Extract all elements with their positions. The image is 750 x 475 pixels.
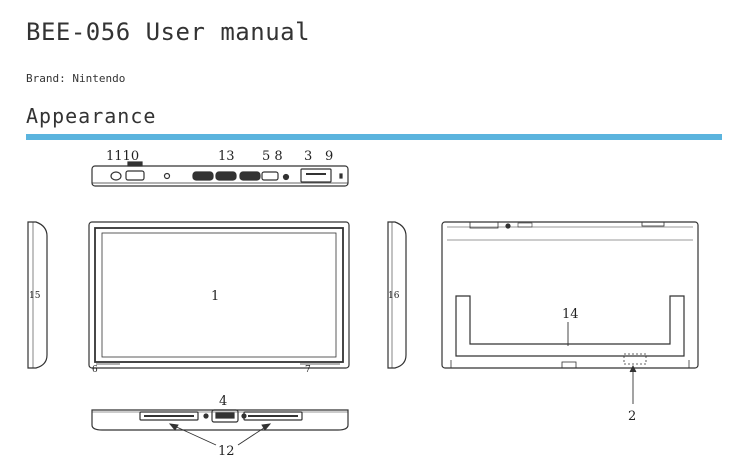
console-front-view <box>88 221 350 369</box>
callout-7: 7 <box>305 365 311 375</box>
callout-5-8: 5 8 <box>262 149 283 164</box>
callout-6: 6 <box>92 365 98 375</box>
console-bottom-view <box>91 409 349 431</box>
callout-15: 15 <box>29 291 41 301</box>
callout-13: 13 <box>218 149 235 164</box>
callout-16: 16 <box>388 291 400 301</box>
console-left-side-view <box>27 221 48 369</box>
callout-3: 3 <box>304 149 312 164</box>
console-back-view <box>441 221 699 369</box>
callout-12: 12 <box>218 444 235 459</box>
callout-4: 4 <box>219 394 227 409</box>
section-divider <box>26 134 722 140</box>
callout-14: 14 <box>562 307 579 322</box>
callout-1: 1 <box>211 289 219 304</box>
callout-leader-lines <box>168 322 637 446</box>
document-title: BEE-056 User manual <box>26 18 311 46</box>
appearance-diagram: 1110 13 5 8 3 9 15 1 16 6 7 14 2 4 12 <box>27 149 699 459</box>
section-title-appearance: Appearance <box>26 104 157 128</box>
callout-9: 9 <box>325 149 333 164</box>
brand-line: Brand: Nintendo <box>26 72 126 85</box>
callout-2: 2 <box>628 409 636 424</box>
callout-1110: 1110 <box>106 149 139 164</box>
console-top-view <box>91 161 349 187</box>
console-right-side-view <box>387 221 407 369</box>
